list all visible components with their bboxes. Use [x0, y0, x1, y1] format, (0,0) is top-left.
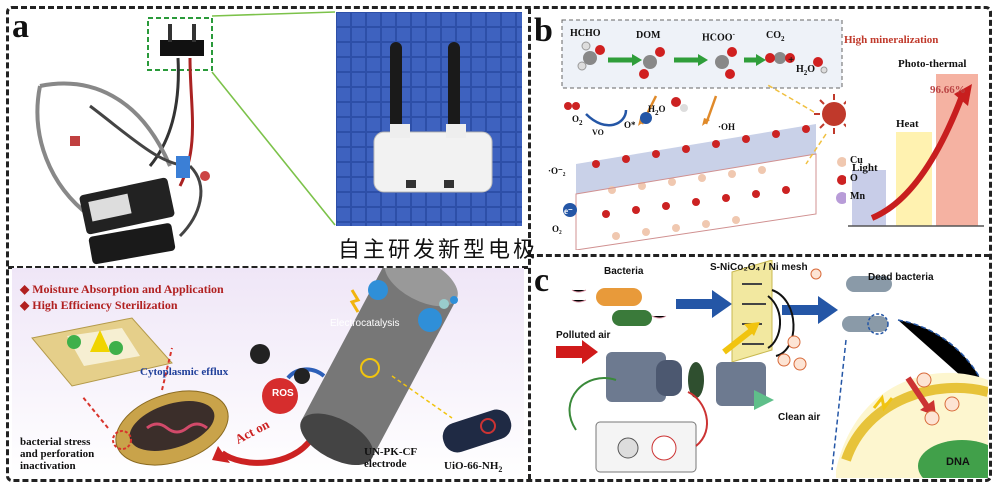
electrode-photo	[336, 12, 522, 226]
panel-letter-a: a	[12, 8, 29, 45]
mineralization-diagram	[561, 18, 986, 250]
panel-letter-c: c	[534, 262, 550, 299]
electrocatalysis-label: Electrocatalysis	[330, 318, 400, 329]
light-label: Light	[852, 162, 878, 174]
legend-o: O	[850, 173, 858, 184]
dna-label: DNA	[946, 456, 970, 468]
uio-label: UiO-66-NH2	[444, 460, 503, 475]
species-o2: O2	[572, 114, 583, 127]
legend-mn: Mn	[850, 191, 865, 202]
panel-divider-vertical	[528, 8, 531, 480]
high-mineralization-label: High mineralization	[844, 34, 939, 46]
bacteria-label: Bacteria	[604, 266, 644, 277]
legend-cu: Cu	[850, 155, 863, 166]
bullet-2-text: High Efficiency Sterilization	[32, 298, 178, 312]
bacterial-stress-label: bacterial stress and perforation inactiv…	[20, 436, 95, 472]
polluted-air-label: Polluted air	[556, 330, 611, 341]
mol-co2: CO2	[766, 30, 785, 43]
species-h2o: H2O	[648, 104, 666, 117]
electrode-label: UN-PK-CF electrode	[364, 446, 418, 470]
species-vo: VO	[592, 128, 604, 137]
panel-divider-bc	[528, 254, 990, 257]
mol-hcoo: HCOO-	[702, 30, 735, 44]
mol-co2-text: CO	[766, 30, 781, 41]
photo-thermal-label: Photo-thermal	[898, 58, 967, 70]
bullet-1-text: Moisture Absorption and Application	[32, 282, 224, 296]
species-superoxide: ·O⁻₂	[548, 166, 566, 176]
mol-dom: DOM	[636, 30, 661, 41]
zoom-lines	[211, 11, 336, 226]
uio-text: UiO-66-NH	[444, 460, 499, 472]
dead-bacteria-label: Dead bacteria	[868, 272, 934, 283]
species-oh: ·OH	[718, 122, 736, 132]
species-hole: h⁺	[678, 124, 688, 134]
species-ostar: O*	[624, 120, 636, 130]
device-photo	[30, 16, 330, 266]
mol-h2o-text: H	[796, 64, 804, 75]
cytoplasmic-efflux-label: Cytoplasmic efflux	[140, 366, 229, 378]
ros-label: ROS	[272, 388, 294, 399]
figure-frame	[6, 6, 992, 482]
bullet-2: ◆ High Efficiency Sterilization	[20, 298, 178, 312]
species-o2-bottom: O₂	[552, 224, 562, 234]
mol-h2o: H2O	[796, 64, 816, 77]
catalyst-label: S-NiCo₂O₄ / Ni mesh	[710, 262, 808, 273]
heat-label: Heat	[896, 118, 919, 130]
mol-plus: +	[788, 54, 795, 66]
species-h2o-text: H	[648, 104, 656, 114]
chinese-caption: 自主研发新型电极	[338, 238, 539, 263]
species-o2-text: O	[572, 114, 580, 124]
percent-label: 96.66%	[930, 84, 966, 96]
species-electron: e⁻	[564, 206, 573, 216]
panel-divider-a	[8, 266, 528, 269]
air-purification-diagram	[556, 260, 988, 478]
mol-hcho: HCHO	[570, 28, 601, 39]
clean-air-label: Clean air	[778, 412, 821, 423]
bullet-1: ◆ Moisture Absorption and Application	[20, 282, 224, 296]
mol-hcoo-text: HCOO	[702, 32, 733, 44]
panel-letter-b: b	[534, 12, 553, 49]
sterilization-illustration	[12, 268, 524, 478]
